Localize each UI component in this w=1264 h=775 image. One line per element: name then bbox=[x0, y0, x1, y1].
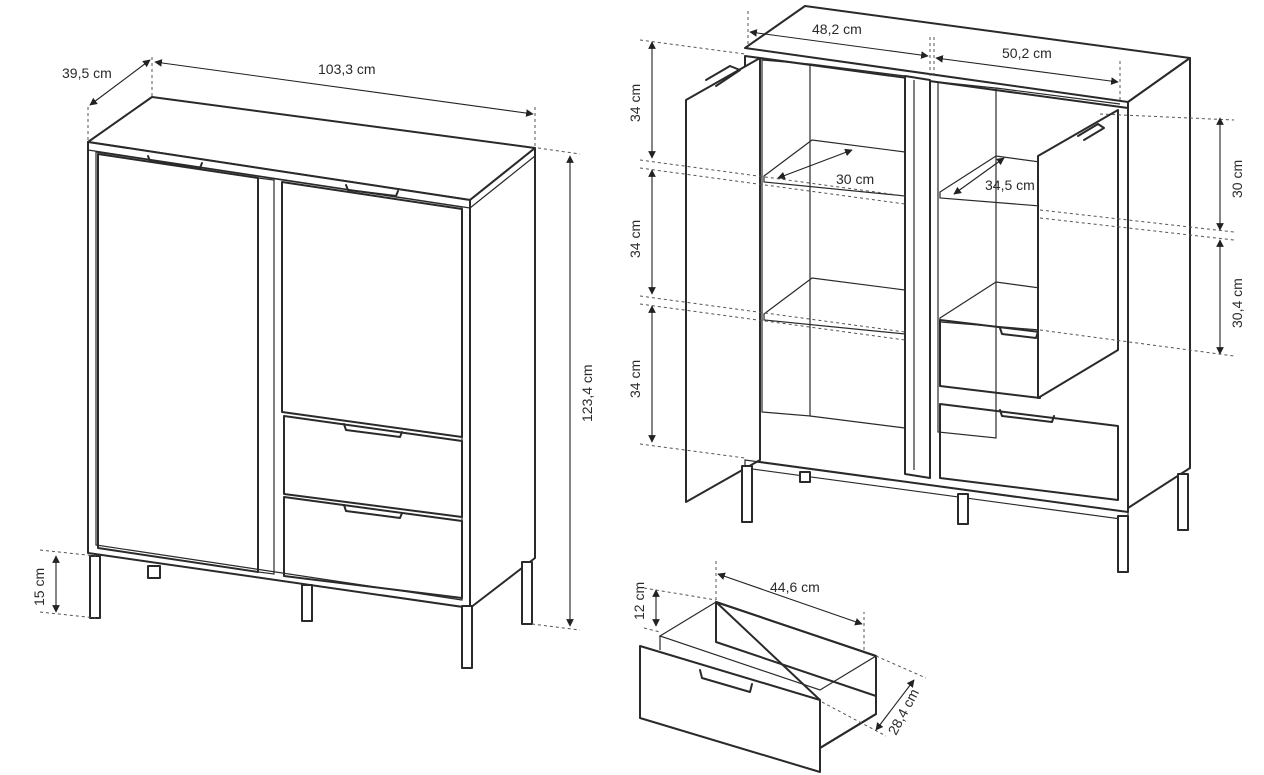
leg bbox=[89, 555, 101, 619]
open-left-shelf-depth-label: 30 cm bbox=[836, 171, 874, 187]
open-right-shelf-depth-label: 34,5 cm bbox=[985, 177, 1035, 193]
open-right-door bbox=[1037, 109, 1119, 399]
closed-leg-label: 15 cm bbox=[31, 568, 47, 606]
drawer-handle bbox=[699, 669, 753, 693]
open-right-section-2-label: 30,4 cm bbox=[1229, 278, 1245, 328]
drawer-front bbox=[639, 645, 821, 773]
open-cabinet-side bbox=[1127, 57, 1191, 509]
open-left-section-3-label: 34 cm bbox=[627, 360, 643, 398]
closed-height-label: 123,4 cm bbox=[579, 364, 595, 422]
drawer-height-label: 12 cm bbox=[631, 582, 647, 620]
open-cabinet: 48,2 cm 50,2 cm 34 cm 34 cm 34 cm 30 cm … bbox=[627, 5, 1245, 573]
closed-width-label: 103,3 cm bbox=[318, 61, 376, 77]
open-left-door bbox=[685, 57, 761, 503]
closed-depth-label: 39,5 cm bbox=[62, 65, 112, 81]
drawer-width-label: 44,6 cm bbox=[770, 579, 820, 595]
cabinet-front bbox=[87, 141, 471, 609]
right-door bbox=[281, 181, 463, 438]
cabinet-side bbox=[469, 147, 536, 609]
open-left-section-2-label: 34 cm bbox=[627, 220, 643, 258]
open-leg bbox=[741, 465, 753, 523]
open-left-width-label: 48,2 cm bbox=[812, 21, 862, 37]
handle bbox=[147, 155, 203, 169]
open-right-section-1-label: 30 cm bbox=[1229, 160, 1245, 198]
open-right-width-label: 50,2 cm bbox=[1002, 45, 1052, 61]
open-left-section-1-label: 34 cm bbox=[627, 84, 643, 122]
drawer-detail: 44,6 cm 12 cm 28,4 cm bbox=[631, 560, 927, 773]
closed-cabinet: 39,5 cm 103,3 cm 123,4 cm 15 cm bbox=[31, 54, 595, 669]
